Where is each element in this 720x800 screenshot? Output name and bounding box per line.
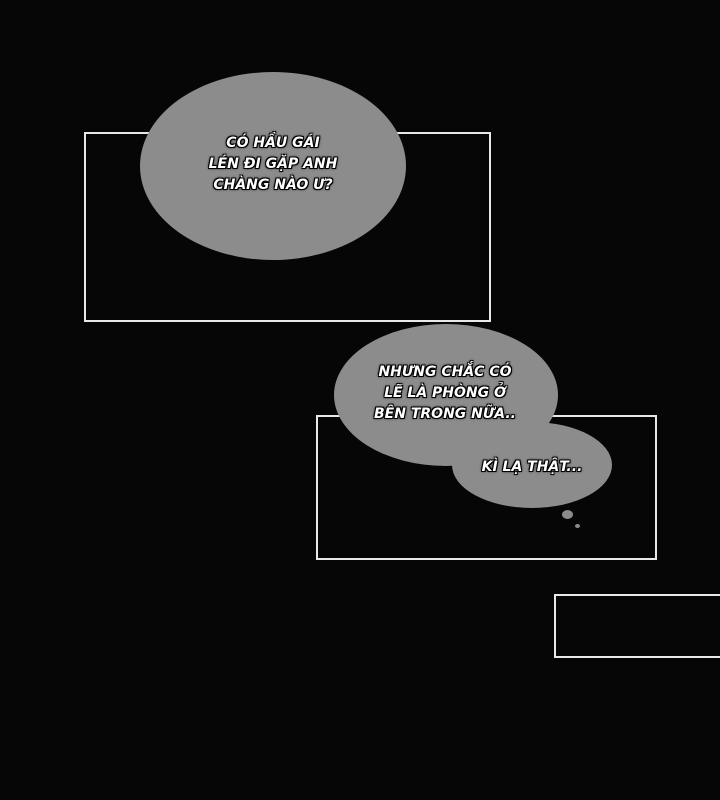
speech-line: LẼ LÀ PHÒNG Ở	[384, 385, 506, 401]
speech-bubble-1-text: CÓ HẦU GÁI LÉN ĐI GẶP ANH CHÀNG NÀO Ư?	[178, 133, 368, 196]
speech-line: BÊN TRONG NỮA..	[374, 406, 516, 422]
speech-line: KÌ LẠ THẬT...	[481, 459, 583, 475]
speech-bubble-3-text: KÌ LẠ THẬT...	[462, 457, 602, 478]
comic-panel-bottom	[554, 594, 720, 658]
thought-dot-large	[562, 510, 573, 519]
speech-bubble-1	[140, 72, 406, 260]
speech-line: CÓ HẦU GÁI	[226, 135, 320, 151]
speech-bubble-2-text: NHƯNG CHẮC CÓ LẼ LÀ PHÒNG Ở BÊN TRONG NỮ…	[350, 362, 540, 425]
thought-dot-small	[575, 524, 580, 528]
speech-line: LÉN ĐI GẶP ANH	[208, 156, 338, 172]
speech-bubble-3	[452, 422, 612, 508]
speech-line: NHƯNG CHẮC CÓ	[378, 364, 512, 380]
speech-line: CHÀNG NÀO Ư?	[213, 177, 333, 193]
